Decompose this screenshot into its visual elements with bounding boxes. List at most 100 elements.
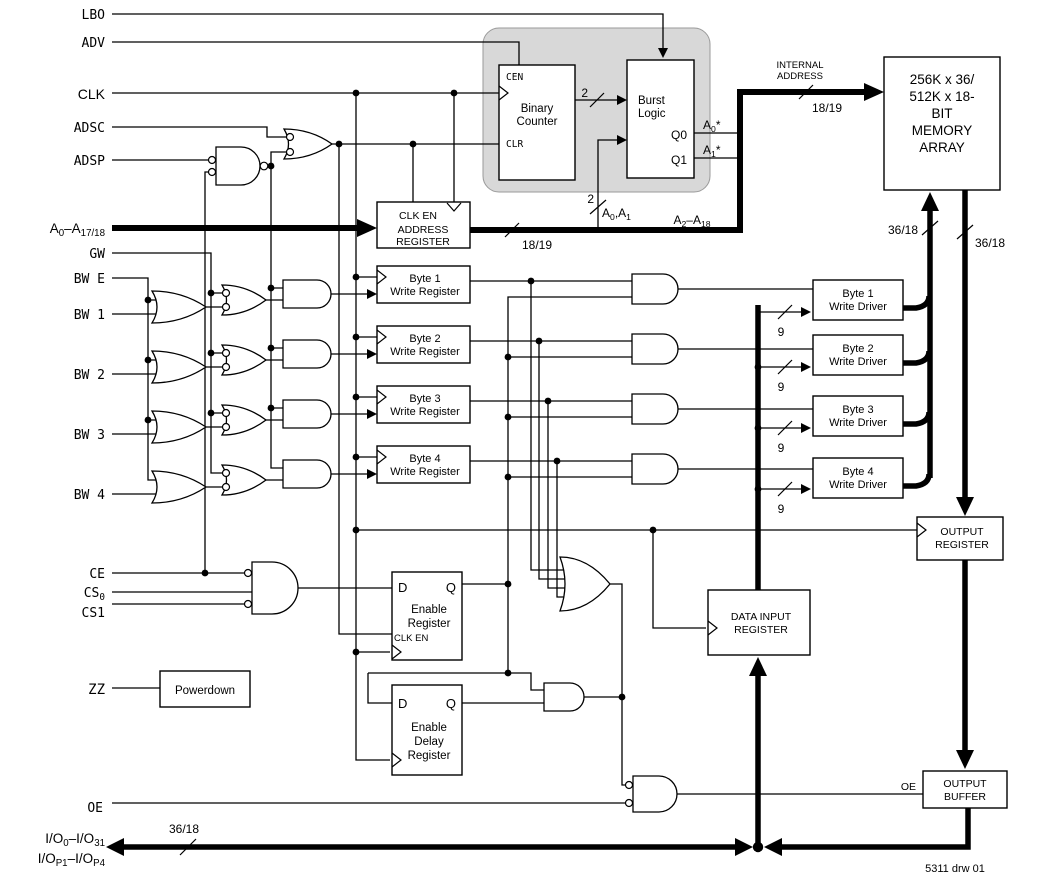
byte4-write-register-label: Byte 4 bbox=[409, 453, 440, 465]
or-gate bbox=[220, 344, 268, 376]
wire-write-or-inputs bbox=[530, 281, 567, 598]
inverter-bubble bbox=[285, 132, 295, 142]
junction-dot bbox=[535, 337, 543, 345]
junction-dot bbox=[754, 363, 762, 371]
byte2-write-register-block bbox=[376, 325, 471, 364]
and-gate bbox=[282, 459, 332, 489]
inverter-bubble bbox=[259, 161, 269, 171]
enable-delay-d-label: D bbox=[398, 696, 407, 711]
clock-input-icon bbox=[376, 389, 387, 405]
junction-dot bbox=[553, 457, 561, 465]
byte4-write-driver-label: Write Driver bbox=[829, 479, 887, 491]
junction-dot bbox=[352, 453, 360, 461]
a1star-label: A1* bbox=[703, 143, 721, 159]
junction-dot bbox=[754, 485, 762, 493]
junction-dot bbox=[207, 409, 215, 417]
arrowhead bbox=[749, 657, 767, 676]
wire-driver-taps bbox=[758, 311, 802, 490]
counter-label: Counter bbox=[517, 116, 558, 128]
bus-width-label: 9 bbox=[778, 502, 785, 516]
drv3-and-gate bbox=[631, 393, 679, 425]
output-buffer-label: OUTPUT bbox=[943, 778, 987, 790]
wire-ce-to-nand bbox=[204, 171, 208, 573]
pin-bw3: BW 3 bbox=[74, 428, 105, 443]
byte1-gates bbox=[150, 279, 332, 324]
inverter-bubble bbox=[243, 568, 253, 578]
junction-dot bbox=[504, 669, 512, 677]
burst-q0-label: Q0 bbox=[671, 128, 687, 142]
junction-dots bbox=[144, 89, 764, 853]
bus-width-slash bbox=[504, 222, 520, 238]
memory-array-block bbox=[883, 56, 1001, 191]
junction-dot bbox=[504, 580, 512, 588]
pin-cs0: CS0 bbox=[84, 586, 106, 603]
inverter-bubble bbox=[624, 798, 634, 808]
adsp-nand-gate bbox=[215, 146, 261, 186]
pin-adsc: ADSC bbox=[74, 121, 105, 136]
arrowhead bbox=[864, 83, 884, 101]
pin-bw1: BW 1 bbox=[74, 308, 105, 323]
junction-dot bbox=[752, 841, 764, 853]
internal-address-label: ADDRESS bbox=[777, 71, 823, 82]
wire-adsc bbox=[112, 126, 286, 138]
byte2-write-register-label: Byte 2 bbox=[409, 333, 440, 345]
junction-dot bbox=[352, 526, 360, 534]
bus-width-label: 9 bbox=[778, 380, 785, 394]
pin-bwe: BW E bbox=[74, 272, 105, 287]
enable-register-label: Register bbox=[408, 618, 451, 630]
enable-register-clken-label: CLK EN bbox=[394, 633, 428, 644]
pin-lbo: LBO bbox=[82, 8, 106, 23]
junction-dot bbox=[335, 140, 343, 148]
output-register-label: REGISTER bbox=[935, 539, 989, 551]
arrowhead bbox=[801, 423, 811, 433]
counter-label: Binary bbox=[521, 103, 554, 115]
output-buffer-block bbox=[922, 770, 1008, 809]
chip-enable-and-gate bbox=[251, 561, 299, 615]
byte-write-drivers: Byte 1 Write Driver Byte 2 Write Driver … bbox=[812, 279, 904, 499]
pin-zz: ZZ bbox=[88, 682, 105, 698]
byte3-write-register-block bbox=[376, 385, 471, 424]
byte2-write-driver-block bbox=[812, 334, 904, 376]
byte4-write-driver-label: Byte 4 bbox=[842, 466, 873, 478]
junction-dot bbox=[352, 89, 360, 97]
junction-dot bbox=[450, 89, 458, 97]
drv2-and-gate bbox=[631, 333, 679, 365]
inverter-bubble bbox=[221, 302, 231, 312]
and-gate bbox=[282, 279, 332, 309]
counter-cen-label: CEN bbox=[506, 72, 523, 83]
output-enable-gate bbox=[632, 775, 678, 813]
byte2-write-driver-label: Write Driver bbox=[829, 356, 887, 368]
clock-input-icon bbox=[916, 522, 927, 538]
byte3-write-register-label: Byte 3 bbox=[409, 393, 440, 405]
internal-address-label: INTERNAL bbox=[777, 60, 824, 71]
byte1-write-driver-label: Write Driver bbox=[829, 301, 887, 313]
junction-dot bbox=[544, 397, 552, 405]
junction-dot bbox=[618, 693, 626, 701]
junction-dot bbox=[267, 344, 275, 352]
junction-dot bbox=[352, 648, 360, 656]
wire-enable-delay-loop bbox=[367, 672, 544, 704]
bus-width-slash bbox=[589, 92, 605, 108]
wire-byte3-chain bbox=[206, 413, 367, 428]
inverter-bubble bbox=[221, 362, 231, 372]
bus-width-label: 36/18 bbox=[888, 223, 918, 237]
write-or-gate bbox=[559, 556, 611, 612]
pin-gw: GW bbox=[89, 247, 105, 262]
junction-dot bbox=[144, 416, 152, 424]
pin-clk: CLK bbox=[78, 86, 106, 102]
drv4-and-gate bbox=[631, 453, 679, 485]
byte1-write-driver-block bbox=[812, 279, 904, 321]
clock-input-icon bbox=[376, 449, 387, 465]
bus-width-label: 36/18 bbox=[975, 236, 1005, 250]
bus-width-label: 2 bbox=[581, 86, 588, 100]
burst-logic-block bbox=[626, 59, 695, 179]
junction-dot bbox=[267, 162, 275, 170]
output-register-block bbox=[916, 516, 1004, 561]
arrowhead bbox=[367, 469, 377, 479]
or-gate bbox=[150, 290, 208, 324]
burst-logic-label: Burst bbox=[638, 95, 666, 107]
pin-ce: CE bbox=[89, 567, 105, 582]
clock-input-icon bbox=[446, 202, 462, 212]
bus-width-label: 2 bbox=[587, 192, 594, 206]
